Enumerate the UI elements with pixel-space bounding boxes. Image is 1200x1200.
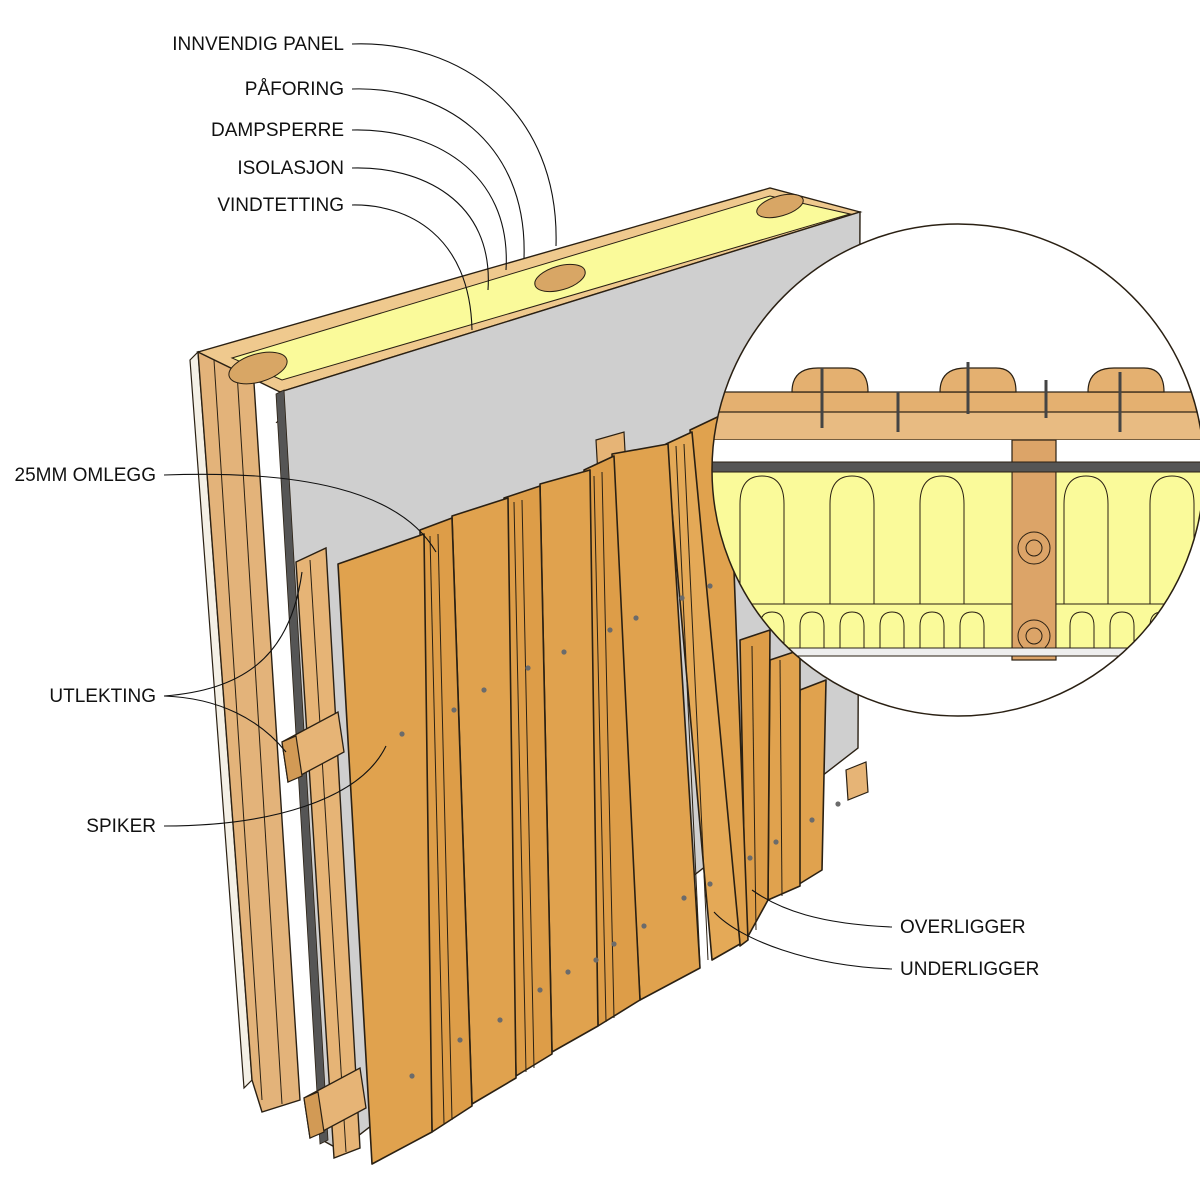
detail-overligger-3 bbox=[1087, 367, 1165, 393]
nail bbox=[593, 957, 599, 963]
nail bbox=[641, 923, 647, 929]
leader-isolasjon bbox=[351, 167, 489, 291]
callouts: INNVENDIG PANEL PÅFORING DAMPSPERRE ISOL… bbox=[15, 34, 1040, 980]
nail bbox=[773, 839, 779, 845]
detail-stud bbox=[1011, 439, 1057, 661]
batten-horizontal-2-end bbox=[303, 1091, 325, 1139]
label-paforing: PÅFORING bbox=[245, 79, 344, 100]
nail bbox=[451, 707, 457, 713]
detail-batten-band bbox=[712, 411, 1200, 441]
stud-end-top-2 bbox=[534, 263, 586, 293]
nail bbox=[409, 1073, 415, 1079]
detail-overligger-1 bbox=[791, 367, 869, 393]
nail bbox=[809, 817, 815, 823]
detail-overligger-2 bbox=[939, 367, 1017, 393]
nail bbox=[681, 895, 687, 901]
detail-nails bbox=[820, 362, 1122, 432]
detail-insulation bbox=[712, 471, 1013, 605]
leader-underligger bbox=[713, 911, 893, 970]
nail bbox=[707, 881, 713, 887]
stud-end-top-3 bbox=[756, 193, 804, 219]
leader-utlekting-1 bbox=[163, 571, 303, 697]
nail bbox=[561, 649, 567, 655]
nail bbox=[497, 1017, 503, 1023]
nail bbox=[525, 665, 531, 671]
batten-horizontal-1-end bbox=[281, 735, 303, 783]
label-isolasjon: ISOLASJON bbox=[237, 158, 344, 179]
nail bbox=[565, 969, 571, 975]
label-underligger: UNDERLIGGER bbox=[900, 959, 1039, 980]
nail bbox=[679, 595, 685, 601]
nail bbox=[457, 1037, 463, 1043]
label-dampsperre: DAMPSPERRE bbox=[211, 120, 344, 141]
leader-spiker bbox=[163, 745, 387, 827]
nail bbox=[607, 627, 613, 633]
leader-utlekting-2 bbox=[163, 695, 287, 753]
leader-paforing bbox=[351, 88, 525, 259]
nail bbox=[707, 583, 713, 589]
label-omlegg: 25MM OMLEGG bbox=[15, 465, 156, 486]
detail-magnifier bbox=[711, 223, 1200, 717]
cladding-board bbox=[767, 649, 801, 901]
stud-end-top-1 bbox=[228, 351, 288, 385]
nail bbox=[481, 687, 487, 693]
batten-horizontal-3 bbox=[845, 761, 869, 801]
nail bbox=[611, 941, 617, 947]
leader-vindtetting bbox=[351, 204, 473, 331]
leader-dampsperre bbox=[351, 129, 507, 271]
leader-overligger bbox=[751, 889, 893, 928]
nail bbox=[835, 801, 841, 807]
label-overligger: OVERLIGGER bbox=[900, 917, 1026, 938]
detail-wind-barrier bbox=[712, 461, 1200, 473]
nail bbox=[399, 731, 405, 737]
nail bbox=[633, 615, 639, 621]
detail-insulation-right bbox=[1055, 471, 1200, 605]
cladding-board bbox=[665, 431, 741, 961]
label-spiker: SPIKER bbox=[86, 816, 156, 837]
nail bbox=[537, 987, 543, 993]
label-utlekting: UTLEKTING bbox=[49, 686, 156, 707]
leader-innvendig-panel bbox=[351, 43, 557, 247]
detail-interior-panel bbox=[712, 647, 1200, 657]
label-innvendig-panel: INNVENDIG PANEL bbox=[172, 34, 344, 55]
label-vindtetting: VINDTETTING bbox=[217, 195, 344, 216]
cladding-boards bbox=[337, 411, 841, 1165]
nails bbox=[399, 583, 841, 1079]
nail bbox=[747, 855, 753, 861]
leader-omlegg bbox=[163, 473, 437, 553]
cladding-board bbox=[337, 533, 433, 1165]
